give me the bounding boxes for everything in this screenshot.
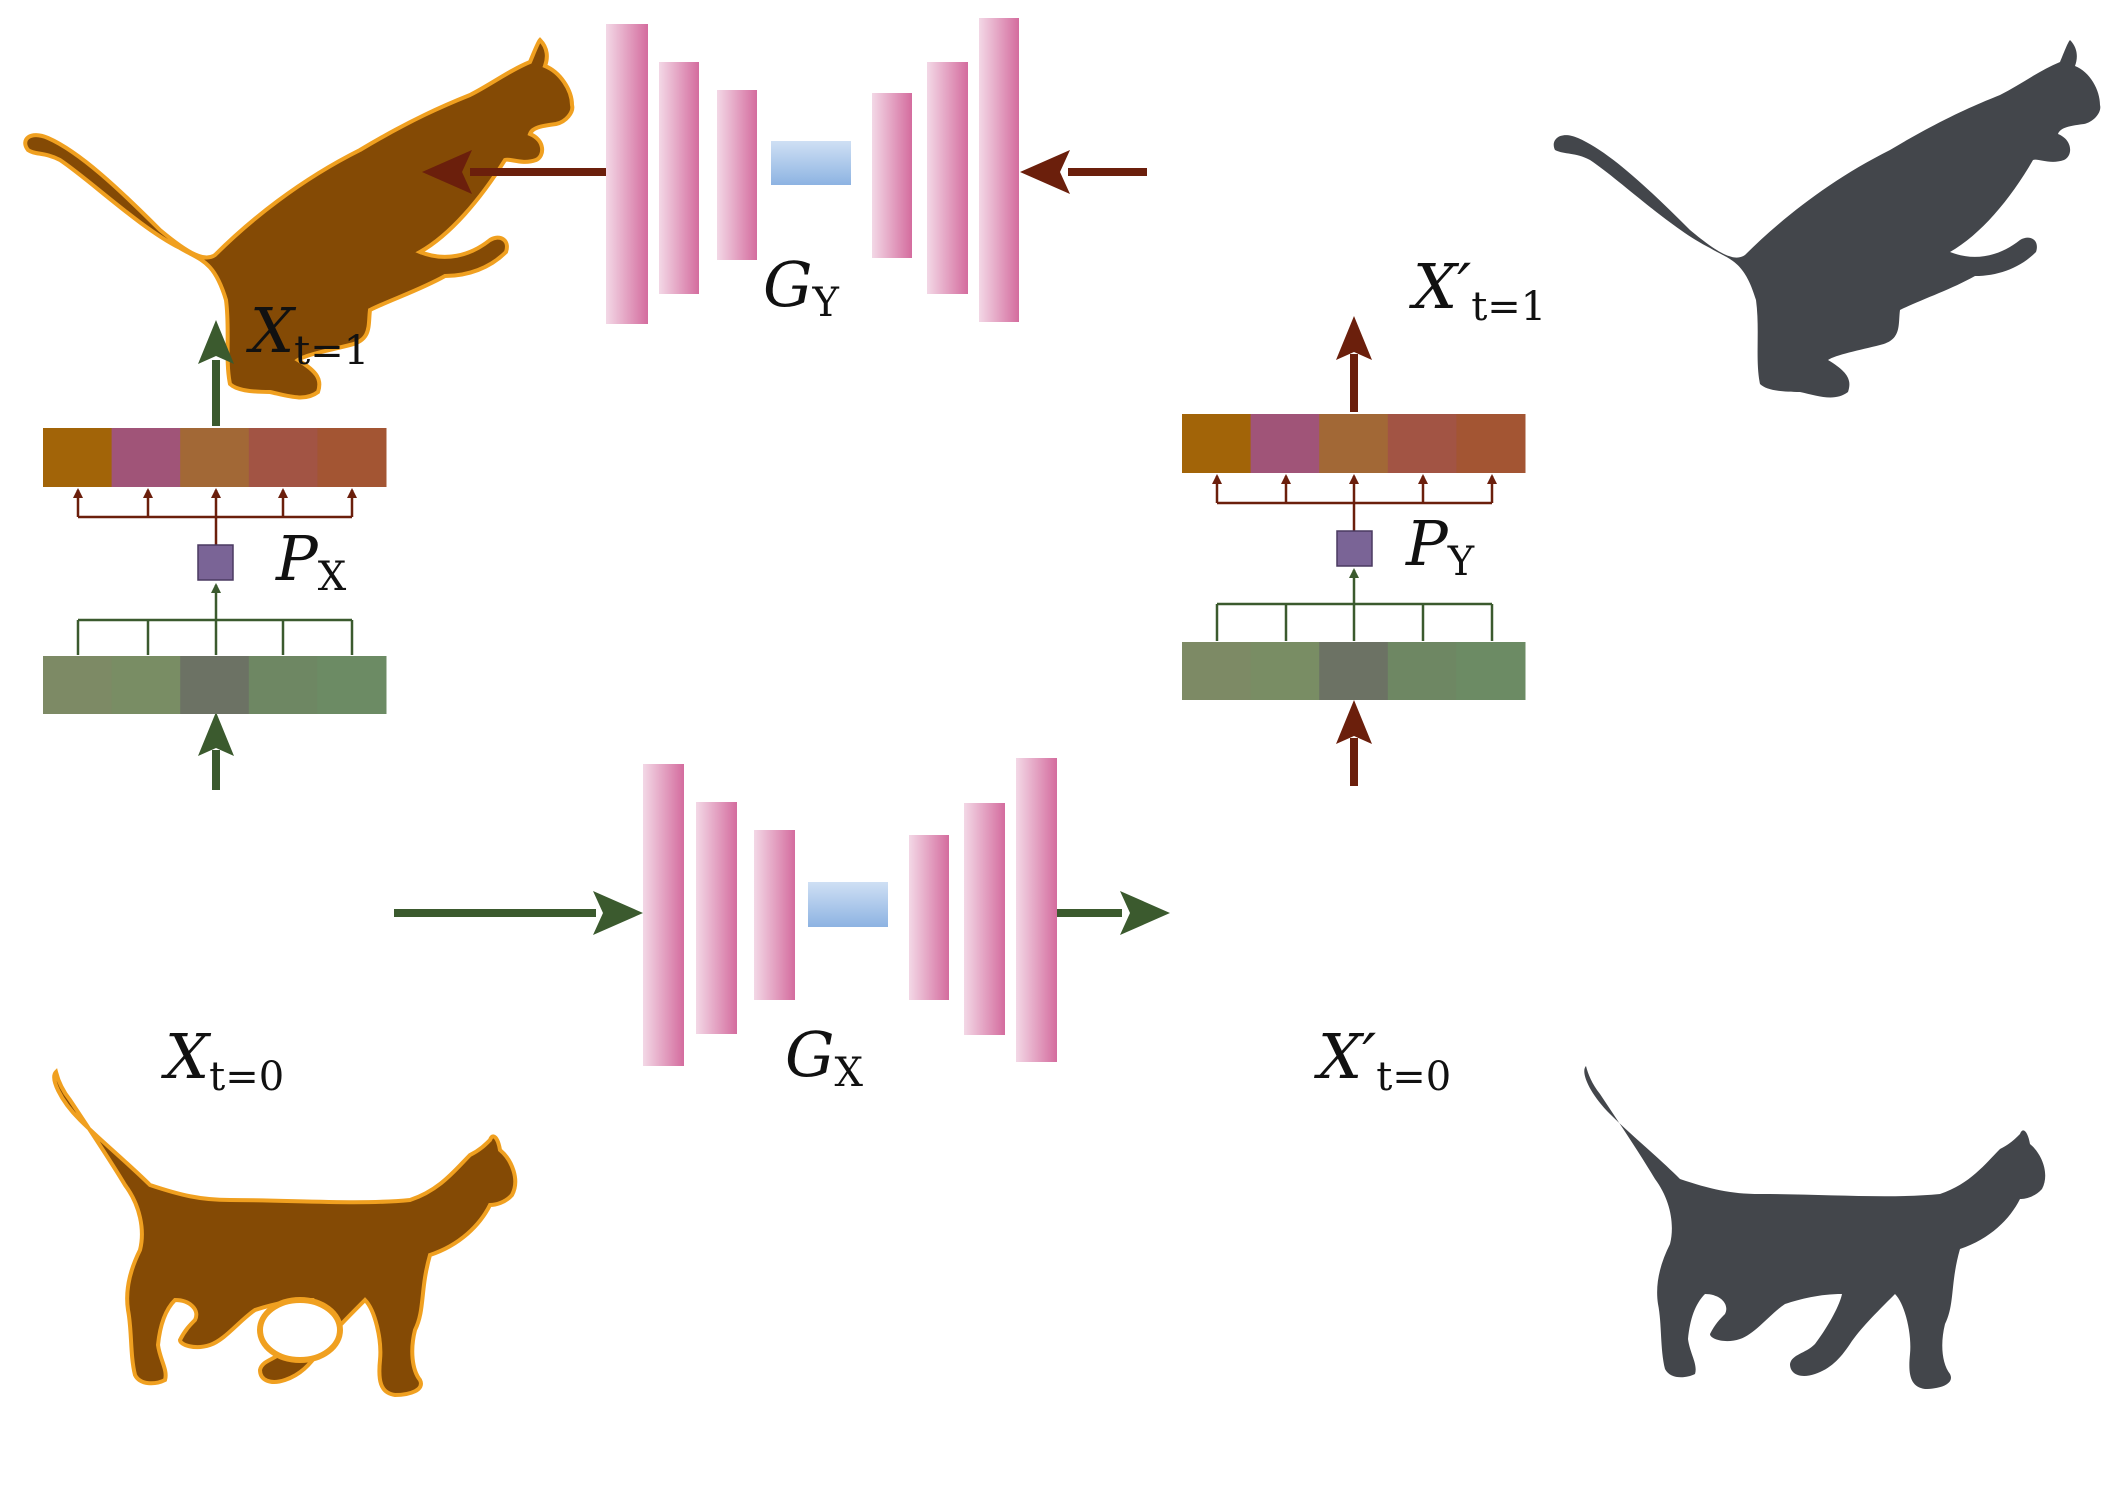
right-bottom-bar-cell-5 xyxy=(1456,642,1526,700)
left-bottom-bar-cell-4 xyxy=(248,656,318,714)
prototype-node-py xyxy=(1336,530,1373,567)
gx-decoder-layer-1 xyxy=(909,835,949,1000)
generator-gy xyxy=(606,18,1019,324)
label-prototype-px: PX xyxy=(275,522,347,600)
label-generator-gy: GY xyxy=(763,248,840,326)
right-bottom-bar-cell-1 xyxy=(1182,642,1252,700)
right-top-bar-cell-3 xyxy=(1319,414,1389,473)
left-green-connectors xyxy=(76,583,354,655)
label-generator-gx: GX xyxy=(785,1018,864,1096)
right-bottom-bar-cell-2 xyxy=(1250,642,1320,700)
left-bottom-feature-bar xyxy=(43,656,387,714)
arrow-gy-to-xt1 xyxy=(422,150,606,194)
arrow-prototypes-to-xt1 xyxy=(198,320,234,426)
gx-encoder-layer-3 xyxy=(754,830,795,1000)
generator-gx xyxy=(643,758,1057,1066)
label-x-t0: Xt=0 xyxy=(161,1020,284,1100)
right-top-bar-cell-4 xyxy=(1387,414,1457,473)
gy-encoder-layer-2 xyxy=(659,62,699,294)
left-top-bar-cell-4 xyxy=(248,428,318,487)
right-top-bar-cell-2 xyxy=(1250,414,1320,473)
arrow-xpt0-to-features-right xyxy=(1336,700,1372,786)
arrow-xpt1-to-gy xyxy=(1020,150,1147,194)
label-x-t1: Xt=1 xyxy=(246,294,369,374)
gy-encoder-layer-3 xyxy=(717,90,757,260)
label-xprime-t0: X′t=0 xyxy=(1314,1020,1451,1100)
left-top-bar-cell-5 xyxy=(317,428,387,487)
right-bottom-bar-cell-3 xyxy=(1319,642,1389,700)
left-bottom-bar-cell-5 xyxy=(317,656,387,714)
left-bottom-bar-cell-1 xyxy=(43,656,113,714)
gx-bottleneck xyxy=(808,882,888,927)
label-prototype-py: PY xyxy=(1405,507,1475,585)
arrow-xt0-to-gx xyxy=(394,891,643,935)
arrow-gx-to-xpt0 xyxy=(1057,891,1170,935)
gy-decoder-layer-2 xyxy=(927,62,968,294)
gx-decoder-layer-2 xyxy=(964,803,1005,1035)
right-bottom-feature-bar xyxy=(1182,642,1526,700)
cat-xt1-silhouette xyxy=(23,37,575,400)
left-top-bar-cell-1 xyxy=(43,428,113,487)
cat-xpt1-silhouette xyxy=(1553,40,2101,398)
right-bottom-bar-cell-4 xyxy=(1387,642,1457,700)
left-top-bar-cell-3 xyxy=(180,428,250,487)
cat-xt0-white-patch xyxy=(257,1297,343,1363)
left-bottom-bar-cell-3 xyxy=(180,656,250,714)
gx-encoder-layer-2 xyxy=(696,802,737,1034)
gy-encoder-layer-1 xyxy=(606,24,648,324)
gy-decoder-layer-1 xyxy=(872,93,912,258)
arrow-xt0-to-features-left xyxy=(198,712,234,790)
left-bottom-bar-cell-2 xyxy=(111,656,181,714)
right-top-bar-cell-1 xyxy=(1182,414,1252,473)
arrow-prototypes-to-xpt1 xyxy=(1336,316,1372,412)
gy-decoder-layer-3 xyxy=(979,18,1019,322)
right-top-feature-bar xyxy=(1182,414,1526,473)
gy-bottleneck xyxy=(771,141,851,185)
right-green-connectors xyxy=(1215,568,1494,641)
gx-encoder-layer-1 xyxy=(643,764,684,1066)
right-red-connectors xyxy=(1212,474,1497,531)
gx-decoder-layer-3 xyxy=(1016,758,1057,1062)
cat-xpt0-silhouette xyxy=(1584,1066,2046,1389)
left-red-connectors xyxy=(73,488,357,545)
right-top-bar-cell-5 xyxy=(1456,414,1526,473)
prototype-node-px xyxy=(197,544,234,581)
label-xprime-t1: X′t=1 xyxy=(1409,250,1546,330)
left-top-bar-cell-2 xyxy=(111,428,181,487)
left-top-feature-bar xyxy=(43,428,387,487)
